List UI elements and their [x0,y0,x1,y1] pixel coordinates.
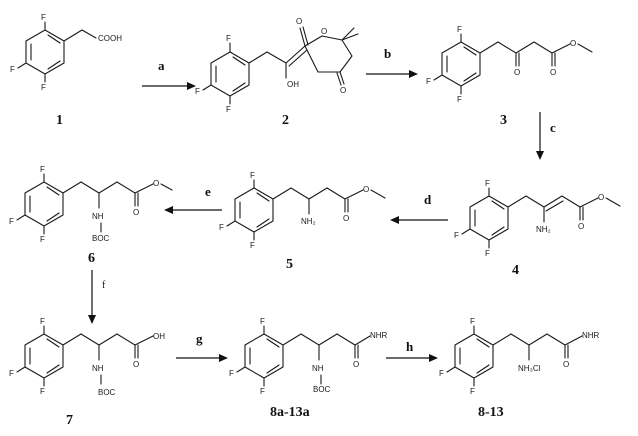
atom-f: F [485,249,490,258]
atom-cooh: COOH [98,34,122,43]
atom-nhr: NHR [370,331,388,340]
atom-f: F [195,87,200,96]
atom-o: O [353,360,359,369]
atom-f: F [260,317,265,326]
compound-3: F F F O O O 3 [426,25,593,128]
atom-f: F [485,179,490,188]
compound-7: F F F NH BOC O OH 7 [9,317,165,428]
atom-f: F [454,231,459,240]
atom-f: F [41,83,46,92]
compound-number: 7 [66,413,73,428]
reaction-arrow-b: b [366,46,418,78]
step-label: g [196,331,203,346]
atom-nh: NH [312,364,324,373]
atom-boc: BOC [92,234,110,243]
compound-number: 2 [282,113,289,128]
atom-f: F [426,77,431,86]
atom-o: O [133,360,139,369]
atom-o: O [514,68,520,77]
compound-number: 4 [512,263,519,278]
atom-f: F [260,387,265,396]
compound-number: 8-13 [478,405,504,420]
atom-o: O [321,27,327,36]
compound-1: F F F COOH 1 [10,13,122,128]
atom-o: O [363,185,369,194]
atom-o: O [340,86,346,95]
atom-nh3cl: NH₃Cl [518,364,541,373]
reaction-arrow-d: d [390,192,448,224]
atom-f: F [470,317,475,326]
step-label: d [424,192,432,207]
atom-o: O [343,214,349,223]
atom-f: F [9,217,14,226]
atom-oh: OH [153,332,165,341]
atom-o: O [563,360,569,369]
atom-o: O [133,208,139,217]
atom-nh2: NH₂ [301,217,316,226]
atom-f: F [219,223,224,232]
reaction-arrow-c: c [536,112,556,160]
atom-f: F [10,65,15,74]
atom-boc: BOC [313,385,331,394]
step-label: h [406,339,414,354]
atom-f: F [250,171,255,180]
atom-f: F [439,369,444,378]
reaction-arrow-g: g [176,331,228,362]
atom-o: O [153,179,159,188]
atom-o: O [550,68,556,77]
compound-2: F F F OH O O O 2 [195,17,359,128]
reaction-arrow-e: e [164,184,222,214]
atom-f: F [470,387,475,396]
compound-8a-13a: F F F NH BOC O NHR 8a-13a [229,317,388,420]
compound-5: F F F NH₂ O O 5 [219,171,386,272]
atom-f: F [226,34,231,43]
compound-8-13: F F F NH₃Cl O NHR 8-13 [439,317,600,420]
atom-f: F [457,95,462,104]
compound-6: F F F NH BOC O O 6 [9,165,173,266]
step-label: e [205,184,211,199]
step-label: a [158,58,165,73]
atom-boc: BOC [98,388,116,397]
step-label: c [550,120,556,135]
atom-o: O [598,193,604,202]
compound-4: F F F NH₂ O O 4 [454,179,621,278]
reaction-arrow-h: h [386,339,438,362]
atom-nhr: NHR [582,331,600,340]
reaction-arrow-a: a [142,58,196,90]
atom-o: O [296,17,302,26]
atom-f: F [40,165,45,174]
atom-f: F [40,235,45,244]
compound-number: 1 [56,113,63,128]
atom-nh2: NH₂ [536,225,551,234]
atom-f: F [250,241,255,250]
atom-f: F [229,369,234,378]
compound-number: 5 [286,257,293,272]
reaction-arrow-f: f [88,270,106,324]
compound-number: 3 [500,113,507,128]
atom-f: F [226,105,231,114]
atom-f: F [40,387,45,396]
atom-o: O [578,222,584,231]
compound-number: 8a-13a [270,405,310,420]
compound-number: 6 [88,251,95,266]
step-label: f [102,280,106,291]
atom-o: O [570,39,576,48]
atom-f: F [41,13,46,22]
atom-nh: NH [92,212,104,221]
atom-nh: NH [92,364,104,373]
atom-f: F [40,317,45,326]
step-label: b [384,46,391,61]
atom-oh: OH [287,80,299,89]
atom-f: F [457,25,462,34]
atom-f: F [9,369,14,378]
